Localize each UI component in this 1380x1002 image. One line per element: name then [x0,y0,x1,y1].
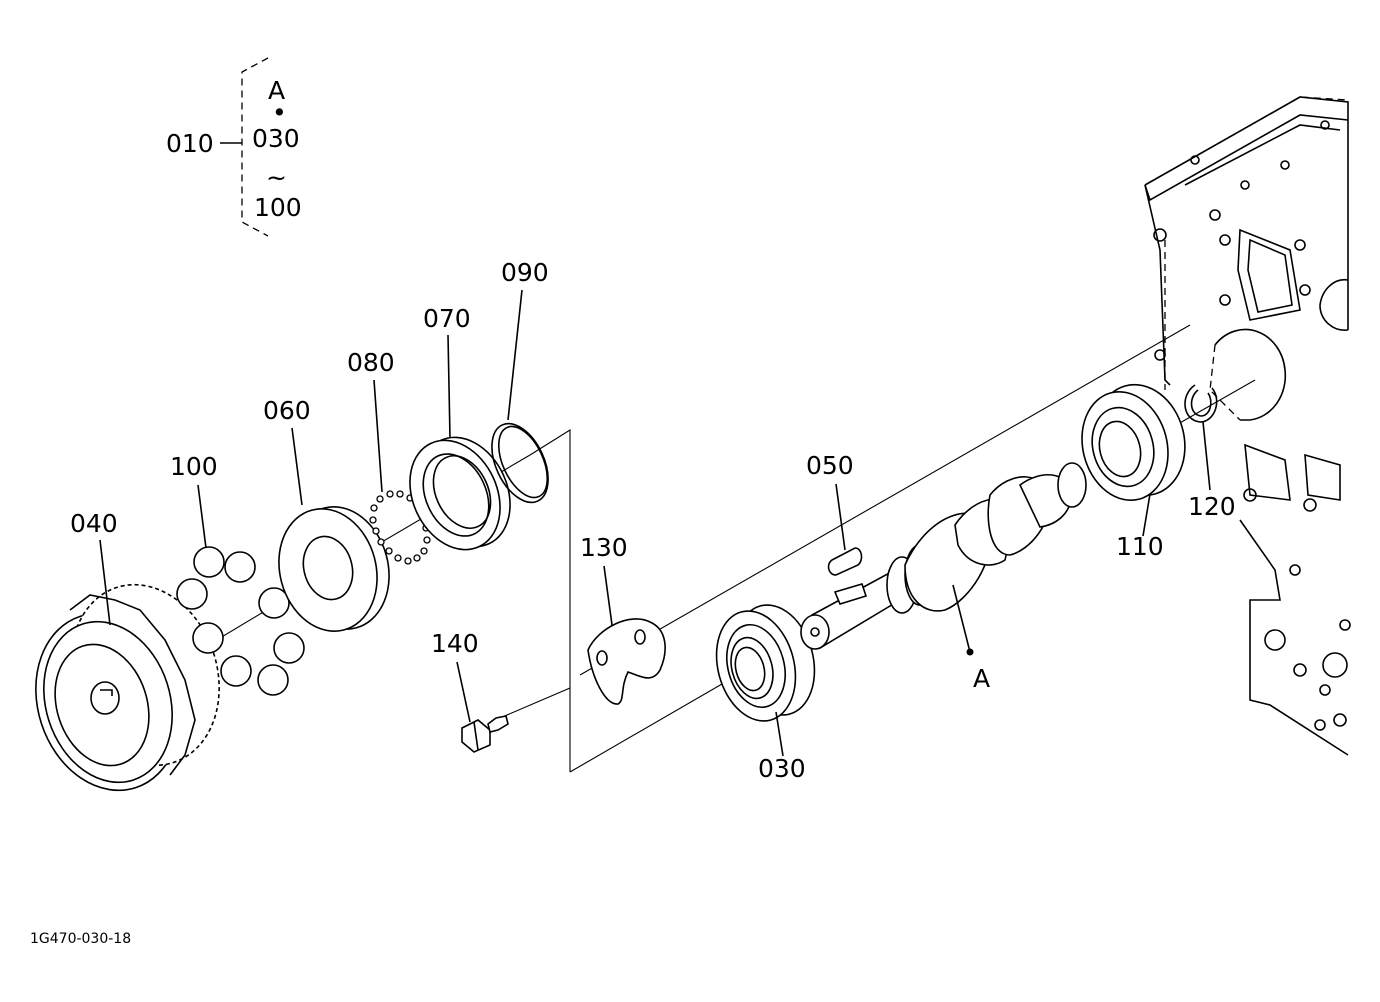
label-120: 120 [1188,492,1236,521]
label-110: 110 [1116,532,1164,561]
part-140-bolt [461,715,509,753]
label-090: 090 [501,258,549,287]
bracket-line-100: 100 [254,193,302,222]
part-130-thrust-plate [587,618,666,705]
part-050-key [827,547,863,576]
label-140: 140 [431,629,479,658]
bracket-dot: • [272,98,287,127]
label-060: 060 [263,396,311,425]
part-camshaft [800,462,1087,650]
label-050: 050 [806,451,854,480]
bracket-label-010: 010 [166,129,214,158]
part-110-bearing [1081,383,1186,502]
label-040: 040 [70,509,118,538]
assembly-bracket: 010 A • 030 ~ 100 [166,57,302,237]
engine-block [1144,96,1351,756]
callout-labels: 040 100 060 080 070 090 130 140 050 030 … [70,258,1236,783]
label-100: 100 [170,452,218,481]
label-070: 070 [423,304,471,333]
part-070-ring [409,436,511,551]
label-130: 130 [580,533,628,562]
label-a: A [973,664,990,693]
bracket-line-030: 030 [252,124,300,153]
part-030-bearing [715,604,816,722]
bracket-tilde: ~ [266,163,287,192]
part-100-balls [176,546,305,696]
part-060-plate [278,506,390,632]
label-030: 030 [758,754,806,783]
part-120-circlip [1184,384,1218,423]
label-080: 080 [347,348,395,377]
drawing-code: 1G470-030-18 [30,931,131,947]
part-090-snap-ring [491,422,549,504]
bracket-line-a: A [268,76,285,105]
part-040-gear [35,583,220,792]
leader-lines [99,289,1211,757]
